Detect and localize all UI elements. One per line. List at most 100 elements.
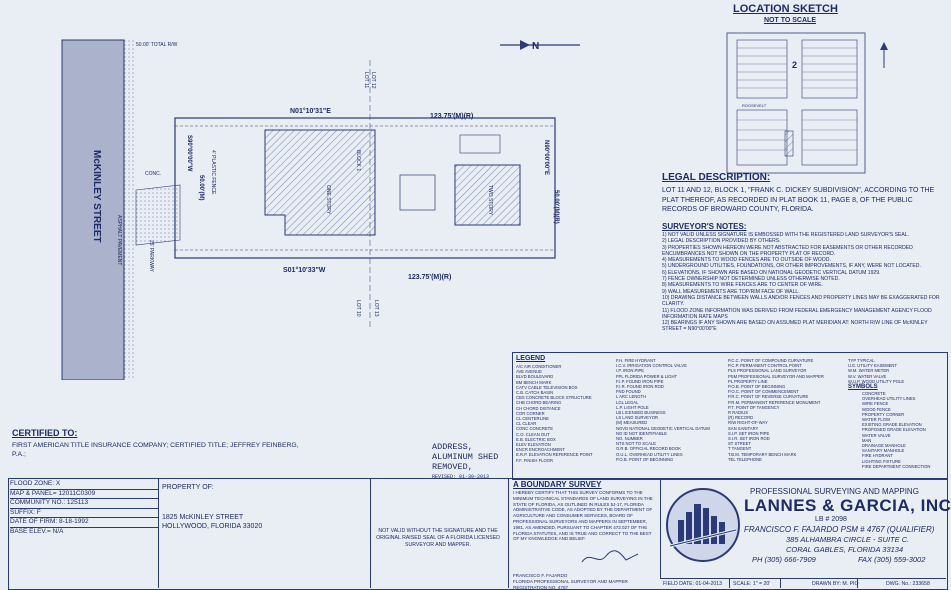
- date-of-firm: DATE OF FIRM: 8-18-1992: [10, 518, 158, 528]
- two-story-building: [454, 164, 521, 226]
- flood-info: FLOOD ZONE: X MAP & PANEL= 12011C0309 CO…: [10, 480, 158, 537]
- lot10-label: LOT 10: [355, 300, 361, 317]
- property-address1: 1825 McKINLEY STREET: [162, 514, 244, 521]
- address-note: ADDRESS, ALUMINUM SHED REMOVED, REVISED:…: [432, 442, 498, 482]
- address-note-line2: ALUMINUM SHED: [432, 452, 499, 462]
- firm-name: LANNES & GARCIA, INC.: [744, 496, 951, 515]
- signature-image: [581, 550, 639, 563]
- asphalt-label: ASPHALT PAVEMENT: [116, 215, 122, 265]
- community-no: COMMUNITY NO.: 125113: [10, 499, 158, 509]
- drawn-by: DRAWN BY: M. PIO: [812, 581, 859, 587]
- one-story-building: [264, 129, 376, 236]
- location-sketch-map: ROOSEVELT 2: [726, 32, 866, 174]
- block-label: BLOCK 1: [355, 150, 361, 171]
- note-item: 5) UNDERGROUND UTILITIES, FOUNDATIONS, O…: [662, 263, 921, 270]
- note-item: 8) MEASUREMENTS TO WIRE FENCES ARE TO CE…: [662, 282, 823, 289]
- note-item: 3) PROPERTIES SHOWN HEREON WERE NOT ABST…: [662, 244, 913, 257]
- address-note-revised: REVISED: 01-30-2013: [432, 474, 490, 480]
- driveway: [135, 184, 181, 246]
- symbols-title: SYMBOLS: [848, 384, 878, 390]
- surveyor-role: FLORIDA PROFESSIONAL SURVEYOR AND MAPPER: [513, 579, 628, 584]
- north-distance: 123.75'(M)(R): [430, 113, 473, 120]
- slab-outline: [459, 134, 501, 154]
- legal-text: LOT 11 AND 12, BLOCK 1, "FRANK C. DICKEY…: [662, 187, 935, 213]
- validity-note: NOT VALID WITHOUT THE SIGNATURE AND THE …: [376, 528, 500, 548]
- property-address2: HOLLYWOOD, FLORIDA 33020: [162, 523, 263, 530]
- address-note-line1: ADDRESS,: [432, 442, 473, 452]
- east-distance: 50.00'(M)(R): [553, 190, 559, 224]
- west-bearing: S90°00'00"W: [186, 135, 192, 172]
- porch-outline: [399, 174, 436, 211]
- field-date: FIELD DATE: 01-04-2013: [663, 581, 723, 587]
- flood-zone: FLOOD ZONE: X: [10, 480, 158, 490]
- north-arrow-icon: N: [500, 40, 580, 52]
- lot13-label: LOT 13: [373, 300, 379, 317]
- firm-tagline: PROFESSIONAL SURVEYING AND MAPPING: [750, 487, 919, 496]
- map-panel: MAP & PANEL= 12011C0309: [10, 490, 158, 500]
- certified-text: FIRST AMERICAN TITLE INSURANCE COMPANY; …: [12, 442, 299, 458]
- north-arrow-letter: N: [532, 41, 539, 52]
- east-bearing: N90°00'00"E: [543, 140, 549, 175]
- note-item: 12) BEARINGS IF ANY SHOWN ARE BASED ON A…: [662, 320, 928, 333]
- scale: SCALE: 1" = 20': [733, 581, 771, 587]
- note-item: 11) FLOOD ZONE INFORMATION WAS DERIVED F…: [662, 307, 932, 320]
- south-distance: 123.75'(M)(R): [408, 274, 451, 281]
- street1-label: ROOSEVELT: [742, 103, 767, 108]
- address-note-line3: REMOVED,: [432, 462, 473, 472]
- location-sketch-subtitle: NOT TO SCALE: [764, 17, 816, 24]
- block-number: 2: [792, 60, 797, 70]
- fence-label: 4' PLASTIC FENCE: [210, 150, 216, 195]
- note-item: 10) DRAWING DISTANCE BETWEEN WALLS AND/O…: [662, 294, 940, 308]
- surveyor-reg: REGISTRATION NO. 4767: [513, 585, 569, 590]
- legend-title: LEGEND: [516, 355, 546, 362]
- note-item: 4) MEASUREMENTS TO WOOD FENCES ARE TO OU…: [662, 257, 831, 264]
- firm-principal: FRANCISCO F. FAJARDO PSM # 4767 (QUALIFI…: [744, 525, 935, 534]
- legend-box: [512, 352, 948, 480]
- north-bearing: N01°10'31"E: [290, 107, 331, 115]
- notes-list: 1) NOT VALID UNLESS SIGNATURE IS EMBOSSE…: [662, 232, 946, 333]
- note-item: 6) ELEVATIONS, IF SHOWN ARE BASED ON NAT…: [662, 269, 881, 276]
- firm-address1: 385 ALHAMBRA CIRCLE - SUITE C.: [786, 535, 910, 544]
- lot12-label: LOT 12: [370, 72, 376, 89]
- base-elev: BASE ELEV.= N/A: [10, 527, 64, 535]
- sketch-north-arrow-icon: [880, 42, 888, 68]
- west-distance: 50.00'(M): [198, 175, 204, 200]
- firm-address2: CORAL GABLES, FLORIDA 33134: [786, 545, 904, 554]
- surveyor-name: FRANCISCO F. FAJARDO: [513, 573, 568, 578]
- boundary-title: A BOUNDARY SURVEY: [513, 480, 602, 489]
- parkway-label: 25' PARKWAY: [148, 240, 154, 273]
- one-story-label: ONE STORY: [325, 185, 331, 215]
- suffix: SUFFIX: F: [10, 509, 158, 519]
- firm-phone: PH (305) 666-7909: [752, 555, 816, 564]
- conc-label: CONC.: [145, 171, 161, 177]
- street-strip: [61, 39, 125, 380]
- note-item: 9) WALL MEASUREMENTS ARE TOP/RIM FACE OF…: [662, 288, 800, 295]
- lot11-label: LOT 11: [363, 72, 369, 88]
- note-item: 2) LEGAL DESCRIPTION PROVIDED BY OTHERS.: [662, 238, 781, 245]
- certified-title: CERTIFIED TO:: [12, 428, 78, 438]
- notes-title: SURVEYOR'S NOTES:: [662, 222, 747, 231]
- boundary-text: I HEREBY CERTIFY THAT THIS SURVEY CONFOR…: [513, 490, 653, 542]
- dwg-no: DWG. No.: 233658: [886, 581, 930, 587]
- survey-plat: McKINLEY STREET 50.00' TOTAL R/W ASPHALT…: [61, 39, 580, 380]
- south-bearing: S01°10'33"W: [283, 266, 326, 274]
- note-item: 7) FENCE OWNERSHIP NOT DETERMINED UNLESS…: [662, 276, 840, 283]
- total-rw-label: 50.00' TOTAL R/W: [136, 42, 178, 48]
- street-name-label: McKINLEY STREET: [91, 150, 102, 243]
- note-item: 1) NOT VALID UNLESS SIGNATURE IS EMBOSSE…: [662, 232, 910, 238]
- subject-property-marker: [784, 130, 794, 157]
- firm-fax: FAX (305) 559-3002: [858, 555, 926, 564]
- lot-boundary: [174, 117, 556, 259]
- firm-lb: LB # 2098: [815, 516, 847, 523]
- legal-title: LEGAL DESCRIPTION:: [662, 172, 771, 183]
- property-label: PROPERTY OF:: [162, 484, 214, 491]
- two-story-label: TWO STORY: [487, 185, 493, 216]
- location-sketch-title: LOCATION SKETCH: [733, 3, 838, 15]
- sidewalk-strip: [124, 40, 136, 380]
- firm-logo-icon: [666, 488, 740, 562]
